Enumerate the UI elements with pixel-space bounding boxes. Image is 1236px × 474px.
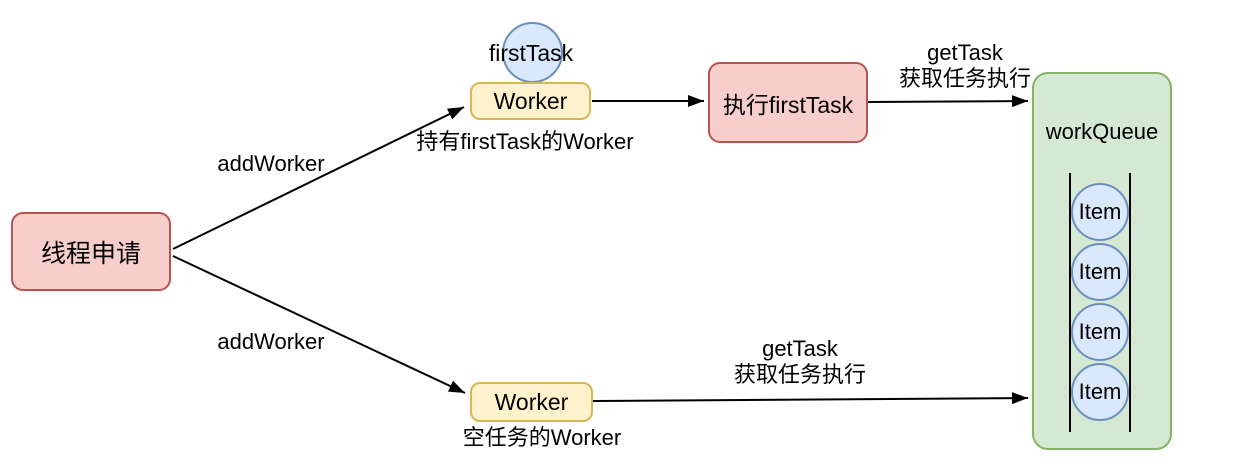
worker-bottom-caption: 空任务的Worker: [462, 425, 622, 450]
get-task-top-label-line1: getTask: [927, 40, 1003, 65]
get-task-bottom-label-line1: getTask: [762, 336, 838, 361]
first-task-circle: [502, 22, 563, 83]
queue-item-circle: Item: [1071, 363, 1129, 421]
get-task-bottom-label-line2: 获取任务执行: [733, 362, 866, 387]
worker-bottom-box: Worker: [470, 382, 593, 422]
worker-top-box: Worker: [470, 82, 591, 120]
edge-get-task-bottom: [592, 392, 1029, 405]
worker-top-caption: 持有firstTask的Worker: [416, 129, 634, 154]
exec-first-task-box: 执行firstTask: [708, 62, 868, 143]
get-task-top-label: getTask 获取任务执行: [860, 40, 1070, 92]
add-worker-bottom-label: addWorker: [217, 329, 325, 354]
thread-request-box: 线程申请: [11, 212, 171, 291]
work-queue-title: workQueue: [1045, 119, 1159, 144]
add-worker-top-label: addWorker: [217, 151, 325, 176]
queue-item-circle: Item: [1071, 183, 1129, 241]
get-task-bottom-label: getTask 获取任务执行: [700, 336, 900, 388]
get-task-top-label-line2: 获取任务执行: [898, 66, 1031, 91]
edge-add-worker-bottom: [172, 255, 466, 394]
first-task-label: firstTask: [488, 40, 574, 66]
queue-item-circle: Item: [1071, 243, 1129, 301]
edge-get-task-top: [867, 95, 1029, 108]
queue-item-circle: Item: [1071, 303, 1129, 361]
